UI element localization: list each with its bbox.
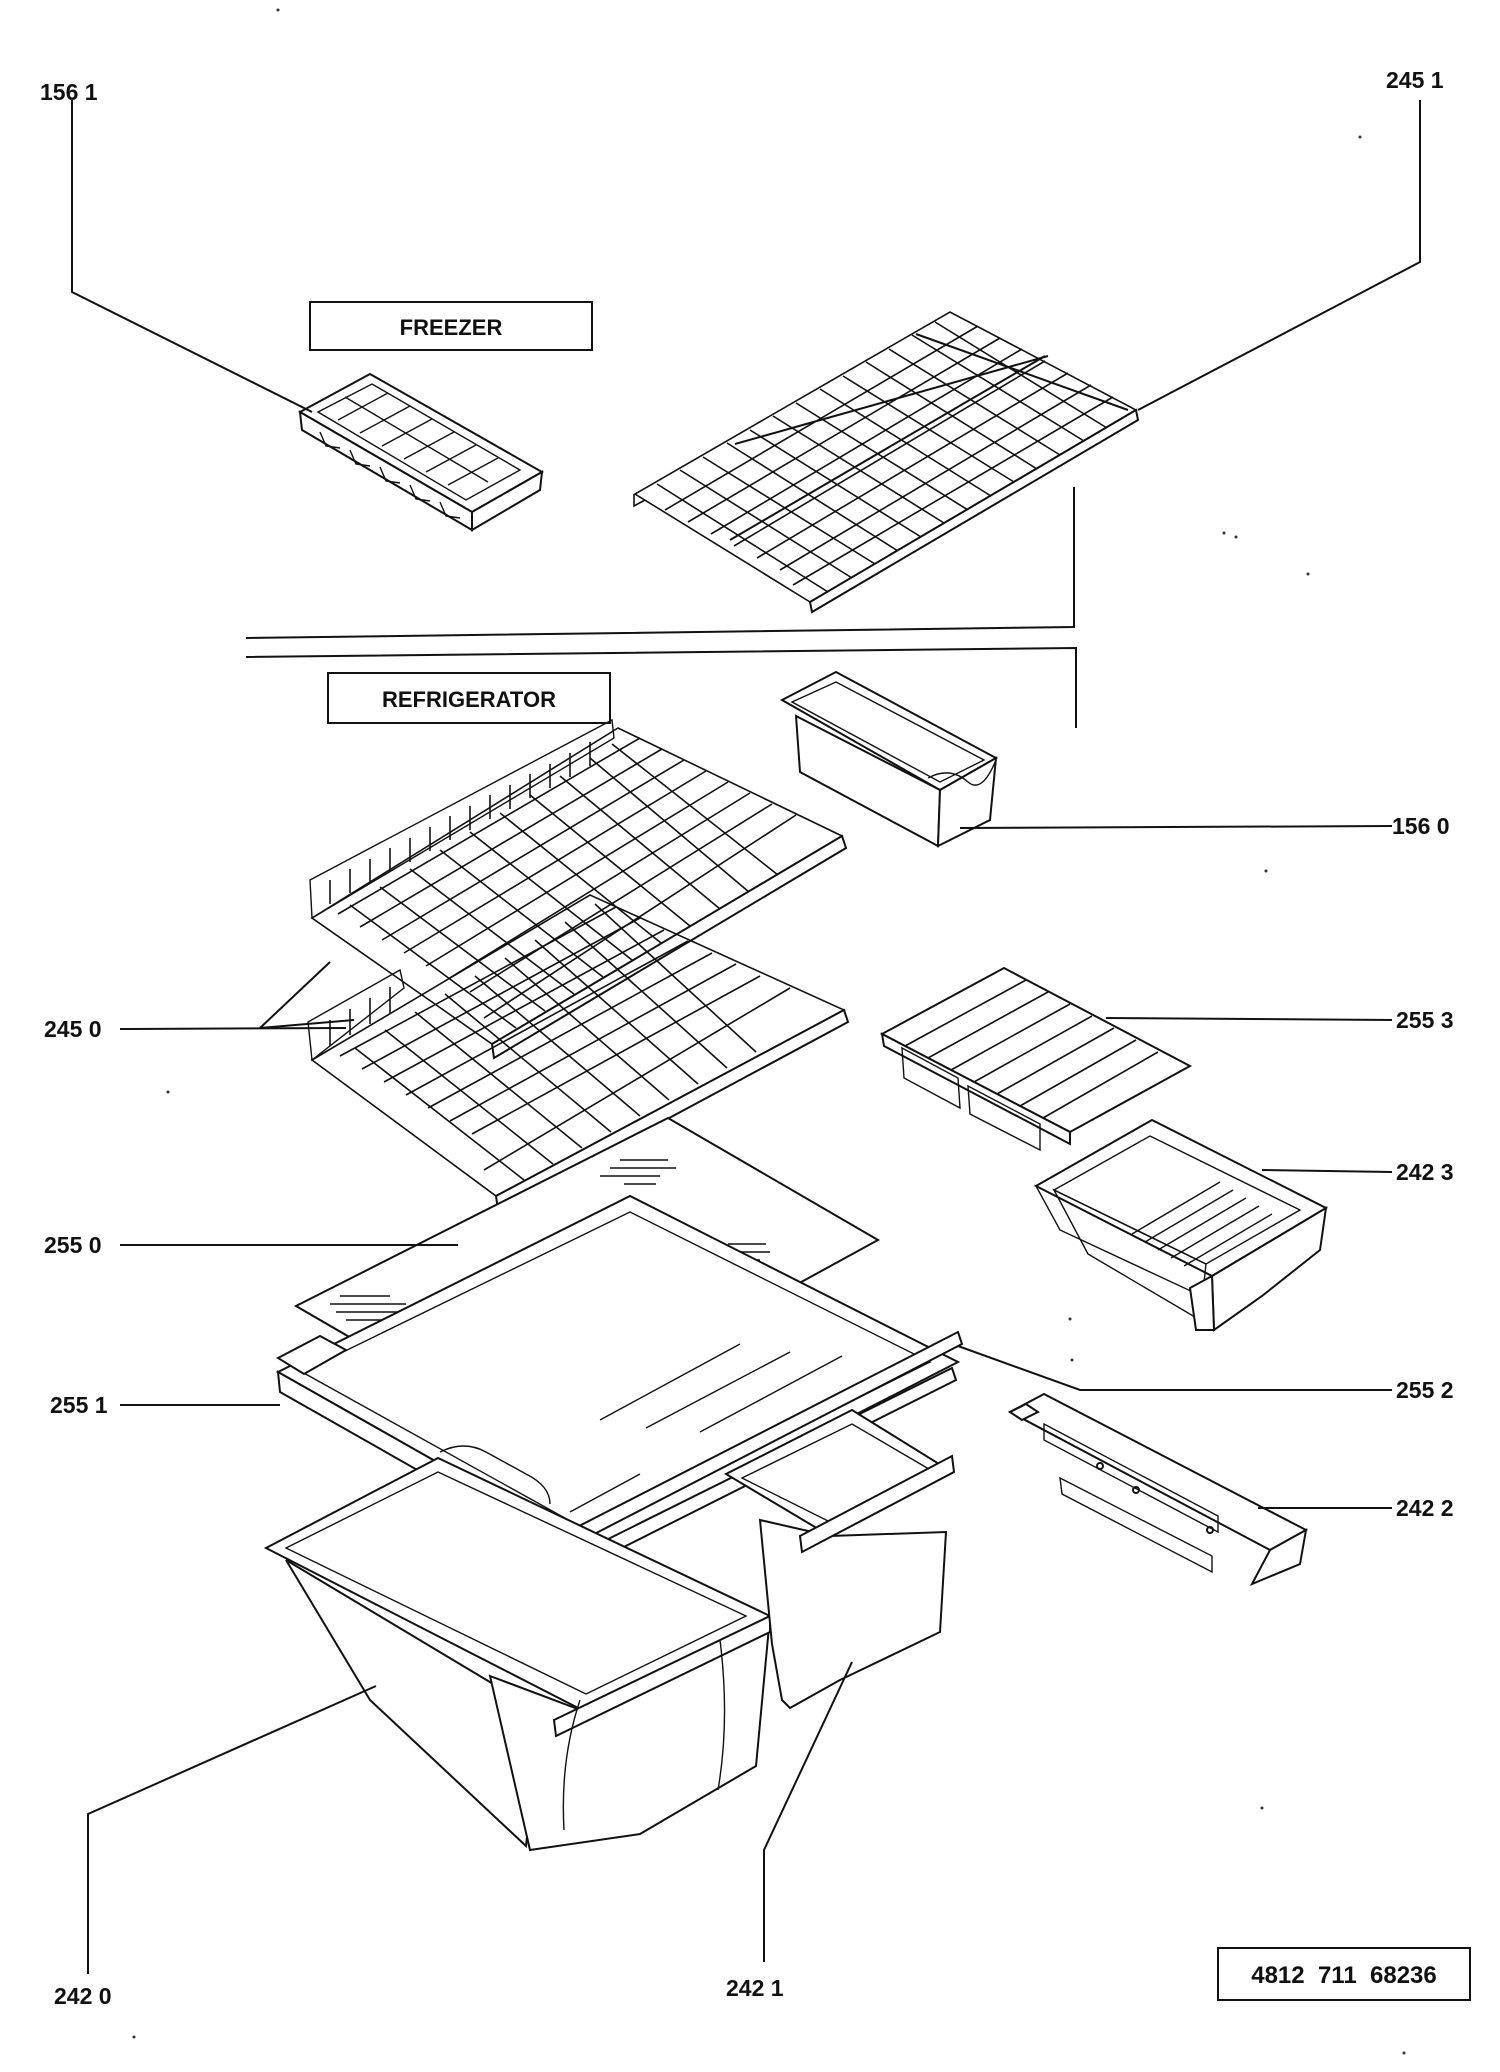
door-bin [779,670,999,848]
meat-drawer [1033,1118,1329,1332]
callout-255-0: 255 0 [44,1232,102,1258]
callout-245-1: 245 1 [1386,67,1444,93]
freezer-section-box: FREEZER [309,301,593,351]
callout-242-1: 242 1 [726,1975,784,2001]
ice-tray [297,372,545,532]
compartment-divider [245,487,1077,728]
callout-242-0: 242 0 [54,1983,112,2009]
crisper-drawer-left [263,1456,773,1852]
refrigerator-wire-shelf-upper [309,718,848,1060]
callout-156-1: 156 1 [40,79,98,105]
drawer-slide-bracket [1007,1392,1309,1586]
refrigerator-section-box: REFRIGERATOR [327,672,611,724]
callout-242-2: 242 2 [1396,1495,1454,1521]
dairy-shelf [879,966,1193,1152]
freezer-wire-shelf [633,311,1140,614]
refrigerator-label: REFRIGERATOR [382,687,556,712]
freezer-label: FREEZER [400,315,503,340]
callout-255-3: 255 3 [1396,1007,1454,1033]
callout-156-0: 156 0 [1392,813,1450,839]
callout-255-1: 255 1 [50,1392,108,1418]
callout-245-0: 245 0 [44,1016,102,1042]
part-number: 4812 711 68236 [1251,1962,1437,1989]
callout-255-2: 255 2 [1396,1377,1454,1403]
scan-specks [132,8,1406,2055]
part-number-box: 4812 711 68236 [1217,1947,1471,2001]
leader-lines [71,100,1421,1974]
crisper-drawer-right [723,1408,956,1710]
callout-labels: 156 1 245 1 156 0 245 0 255 3 242 3 255 … [40,67,1454,2009]
callout-242-3: 242 3 [1396,1159,1454,1185]
